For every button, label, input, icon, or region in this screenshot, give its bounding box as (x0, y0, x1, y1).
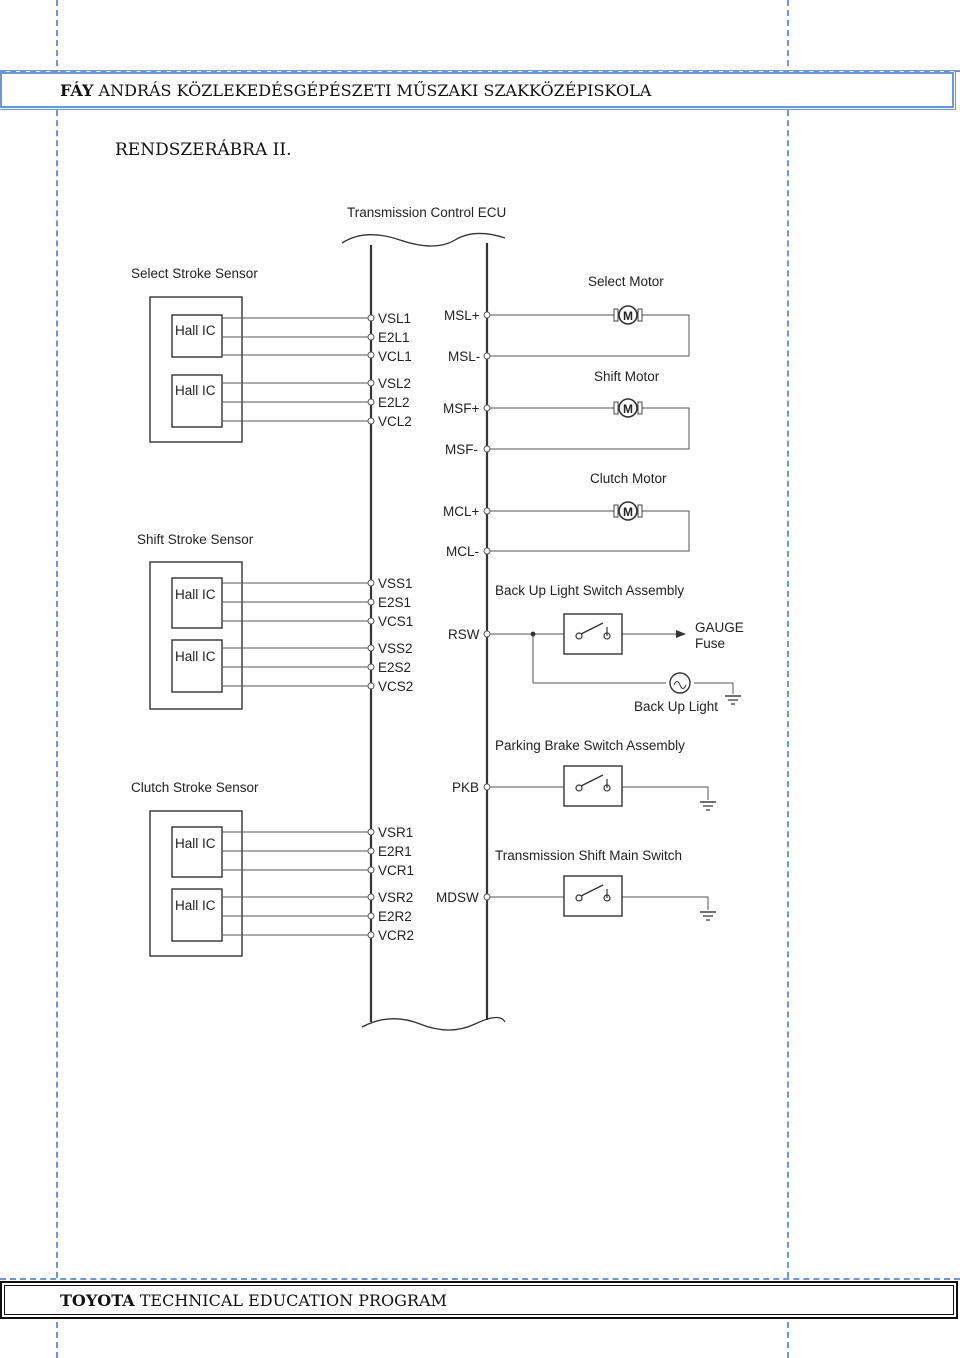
backup-lamp-label: Back Up Light (634, 699, 718, 714)
school-name: FÁY ANDRÁS KÖZLEKEDÉSGÉPÉSZETI MŰSZAKI S… (60, 81, 651, 100)
select-sensor-title: Select Stroke Sensor (131, 266, 258, 281)
clutch-motor: Clutch Motor MCL+ MCL- M (443, 471, 690, 559)
school-name-bold: FÁY (60, 81, 94, 100)
shift-stroke-sensor: Shift Stroke Sensor Hall IC Hall IC VSS1… (137, 532, 413, 710)
ecu-title: Transmission Control ECU (347, 205, 506, 220)
shift-motor-title: Shift Motor (594, 369, 660, 384)
pin-vss1: VSS1 (378, 576, 413, 591)
backup-switch-title: Back Up Light Switch Assembly (495, 583, 684, 598)
pin-vcl2: VCL2 (378, 414, 412, 429)
pin-e2s1: E2S1 (378, 595, 411, 610)
main-switch-ground-icon (699, 911, 717, 921)
ecu-break-bottom (361, 1016, 506, 1031)
header-guide (0, 70, 960, 72)
pin-vcs2: VCS2 (378, 679, 413, 694)
select-motor: Select Motor MSL+ MSL- M (444, 274, 690, 364)
pin-msf-plus: MSF+ (443, 401, 479, 416)
clutch-stroke-sensor: Clutch Stroke Sensor Hall IC Hall IC VSR… (131, 780, 414, 957)
pin-msl-minus: MSL- (448, 349, 480, 364)
footer-brand: TOYOTA (60, 1291, 135, 1310)
clutch-hall-ic-bottom: Hall IC (175, 898, 216, 913)
ecu-block: Transmission Control ECU (341, 205, 506, 1031)
parking-ground-icon (699, 801, 717, 811)
pin-e2r1: E2R1 (378, 844, 412, 859)
pin-e2r2: E2R2 (378, 909, 412, 924)
shift-motor: Shift Motor MSF+ MSF- M (443, 369, 690, 457)
pin-vcr2: VCR2 (378, 928, 414, 943)
pin-msf-minus: MSF- (445, 442, 478, 457)
shift-hall-ic-bottom: Hall IC (175, 649, 216, 664)
clutch-hall-ic-top: Hall IC (175, 836, 216, 851)
ecu-break-top (341, 232, 506, 247)
pin-vsr2: VSR2 (378, 890, 413, 905)
parking-switch-title: Parking Brake Switch Assembly (495, 738, 685, 753)
pin-vsl1: VSL1 (378, 311, 411, 326)
shift-hall-ic-top: Hall IC (175, 587, 216, 602)
pin-pkb: PKB (452, 780, 479, 795)
select-hall-ic-top: Hall IC (175, 323, 216, 338)
footer-program-text: TECHNICAL EDUCATION PROGRAM (134, 1291, 447, 1310)
shift-sensor-title: Shift Stroke Sensor (137, 532, 254, 547)
page-footer: TOYOTA TECHNICAL EDUCATION PROGRAM (0, 1281, 958, 1319)
page-title: RENDSZERÁBRA II. (115, 140, 292, 160)
pin-vsr1: VSR1 (378, 825, 413, 840)
margin-guide-right (787, 0, 789, 1358)
pin-vcs1: VCS1 (378, 614, 413, 629)
backup-switch-icon (563, 613, 623, 655)
select-stroke-sensor: Select Stroke Sensor Hall IC Hall IC VSL… (131, 266, 412, 443)
clutch-motor-title: Clutch Motor (590, 471, 667, 486)
margin-guide-left (56, 0, 58, 1358)
gauge-label: GAUGE (695, 620, 744, 635)
parking-brake-switch-assembly: Parking Brake Switch Assembly PKB (452, 738, 717, 811)
pin-e2s2: E2S2 (378, 660, 411, 675)
footer-program: TOYOTA TECHNICAL EDUCATION PROGRAM (60, 1291, 447, 1310)
main-switch-title: Transmission Shift Main Switch (495, 848, 682, 863)
pin-mcl-minus: MCL- (446, 544, 479, 559)
shift-motor-symbol: M (623, 402, 633, 416)
pin-msl-plus: MSL+ (444, 308, 480, 323)
pin-vcr1: VCR1 (378, 863, 414, 878)
page-header: FÁY ANDRÁS KÖZLEKEDÉSGÉPÉSZETI MŰSZAKI S… (0, 70, 956, 110)
pin-e2l1: E2L1 (378, 330, 410, 345)
school-name-rest: ANDRÁS KÖZLEKEDÉSGÉPÉSZETI MŰSZAKI SZAKK… (93, 81, 652, 100)
gauge-arrow-icon (676, 630, 686, 638)
pin-rsw: RSW (448, 627, 480, 642)
pin-mcl-plus: MCL+ (443, 504, 480, 519)
parking-switch-icon (563, 765, 623, 807)
clutch-motor-symbol: M (623, 505, 633, 519)
pin-vsl2: VSL2 (378, 376, 411, 391)
select-hall-ic-bottom: Hall IC (175, 383, 216, 398)
backup-ground-icon (724, 695, 742, 705)
fuse-label: Fuse (695, 636, 725, 651)
backup-lamp-icon (669, 672, 691, 694)
footer-guide (0, 1278, 960, 1280)
pin-e2l2: E2L2 (378, 395, 410, 410)
select-motor-symbol: M (623, 309, 633, 323)
pin-mdsw: MDSW (436, 890, 479, 905)
select-motor-title: Select Motor (588, 274, 664, 289)
clutch-sensor-title: Clutch Stroke Sensor (131, 780, 259, 795)
main-switch-icon (563, 875, 623, 917)
pin-vcl1: VCL1 (378, 349, 412, 364)
pin-vss2: VSS2 (378, 641, 413, 656)
backup-light-switch-assembly: Back Up Light Switch Assembly RSW GAUGE … (448, 583, 744, 714)
transmission-shift-main-switch: Transmission Shift Main Switch MDSW (436, 848, 717, 921)
